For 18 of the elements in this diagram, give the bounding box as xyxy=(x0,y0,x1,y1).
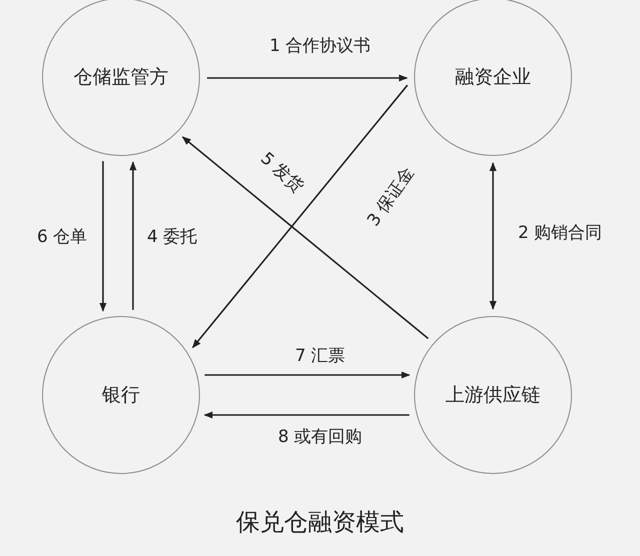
party-circle xyxy=(414,316,572,474)
arrow xyxy=(99,161,107,312)
edge-label: 4 委托 xyxy=(145,224,200,248)
arrow xyxy=(129,161,137,310)
node-label: 仓储监管方 xyxy=(74,65,168,90)
arrow xyxy=(192,84,408,348)
node-label: 银行 xyxy=(102,383,140,408)
arrow xyxy=(182,136,429,340)
arrow xyxy=(207,74,408,82)
arrow xyxy=(204,371,410,379)
party-circle xyxy=(42,316,200,474)
node-label: 融资企业 xyxy=(455,65,531,90)
party-circle xyxy=(414,0,572,156)
arrow xyxy=(489,162,497,310)
node-label: 上游供应链 xyxy=(446,383,540,408)
party-circle xyxy=(42,0,200,156)
arrow xyxy=(204,411,410,419)
diagram-title: 保兑仓融资模式 xyxy=(236,507,404,538)
